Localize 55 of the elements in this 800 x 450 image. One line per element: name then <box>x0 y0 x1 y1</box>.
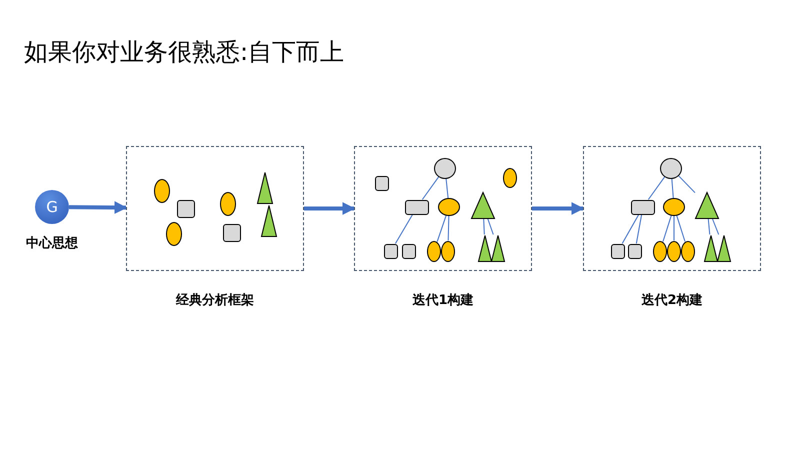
ellipse-shape <box>681 240 695 262</box>
frame-caption: 迭代2构建 <box>640 292 704 309</box>
connector-line <box>394 214 414 244</box>
connector-line <box>671 178 674 199</box>
rounded-square <box>223 224 241 242</box>
connector-line <box>446 178 449 199</box>
connector-line <box>483 218 485 235</box>
rounded-square <box>405 200 429 214</box>
ellipse-shape <box>427 240 441 262</box>
circle-node: G <box>35 190 69 224</box>
arrow <box>532 202 584 215</box>
connector-line <box>436 215 447 242</box>
ellipse-shape <box>663 198 685 216</box>
ellipse-shape <box>653 240 667 262</box>
connector-line <box>636 214 642 244</box>
connector-line <box>648 176 666 200</box>
connector-line <box>662 215 672 242</box>
ellipse-shape <box>166 222 182 246</box>
frame-caption: 经典分析框架 <box>174 292 255 309</box>
triangle-shape <box>257 172 273 204</box>
triangle-shape <box>478 234 492 262</box>
connector-line <box>622 214 640 244</box>
rounded-square <box>384 244 398 258</box>
connector-line <box>708 218 710 235</box>
rounded-square <box>375 176 389 190</box>
rounded-square <box>611 244 625 258</box>
ellipse-shape <box>220 192 236 216</box>
connector-line <box>678 175 696 194</box>
triangle-shape <box>695 192 719 218</box>
triangle-shape <box>704 234 718 262</box>
ellipse-shape <box>438 198 460 216</box>
arrow <box>68 201 128 214</box>
ellipse-shape <box>441 240 455 262</box>
connector-line <box>422 176 440 200</box>
ellipse-shape <box>660 158 682 178</box>
ellipse-shape <box>503 168 517 188</box>
connector-line <box>448 216 450 241</box>
arrow <box>304 202 356 215</box>
node-caption: 中心思想 <box>25 234 79 252</box>
ellipse-shape <box>154 179 170 203</box>
triangle-shape <box>261 205 277 237</box>
connector-line <box>676 215 686 242</box>
rounded-square <box>402 244 416 258</box>
triangle-shape <box>491 234 505 262</box>
triangle-shape <box>471 192 495 218</box>
rounded-square <box>628 244 642 258</box>
connector-line <box>712 218 720 235</box>
frame-caption: 迭代1构建 <box>411 292 475 309</box>
rounded-square <box>177 200 195 218</box>
connector-line <box>487 218 494 235</box>
page-title: 如果你对业务很熟悉:自下而上 <box>24 37 344 68</box>
ellipse-shape <box>667 240 681 262</box>
ellipse-shape <box>434 158 456 178</box>
rounded-square <box>631 200 655 214</box>
triangle-shape <box>717 234 731 262</box>
